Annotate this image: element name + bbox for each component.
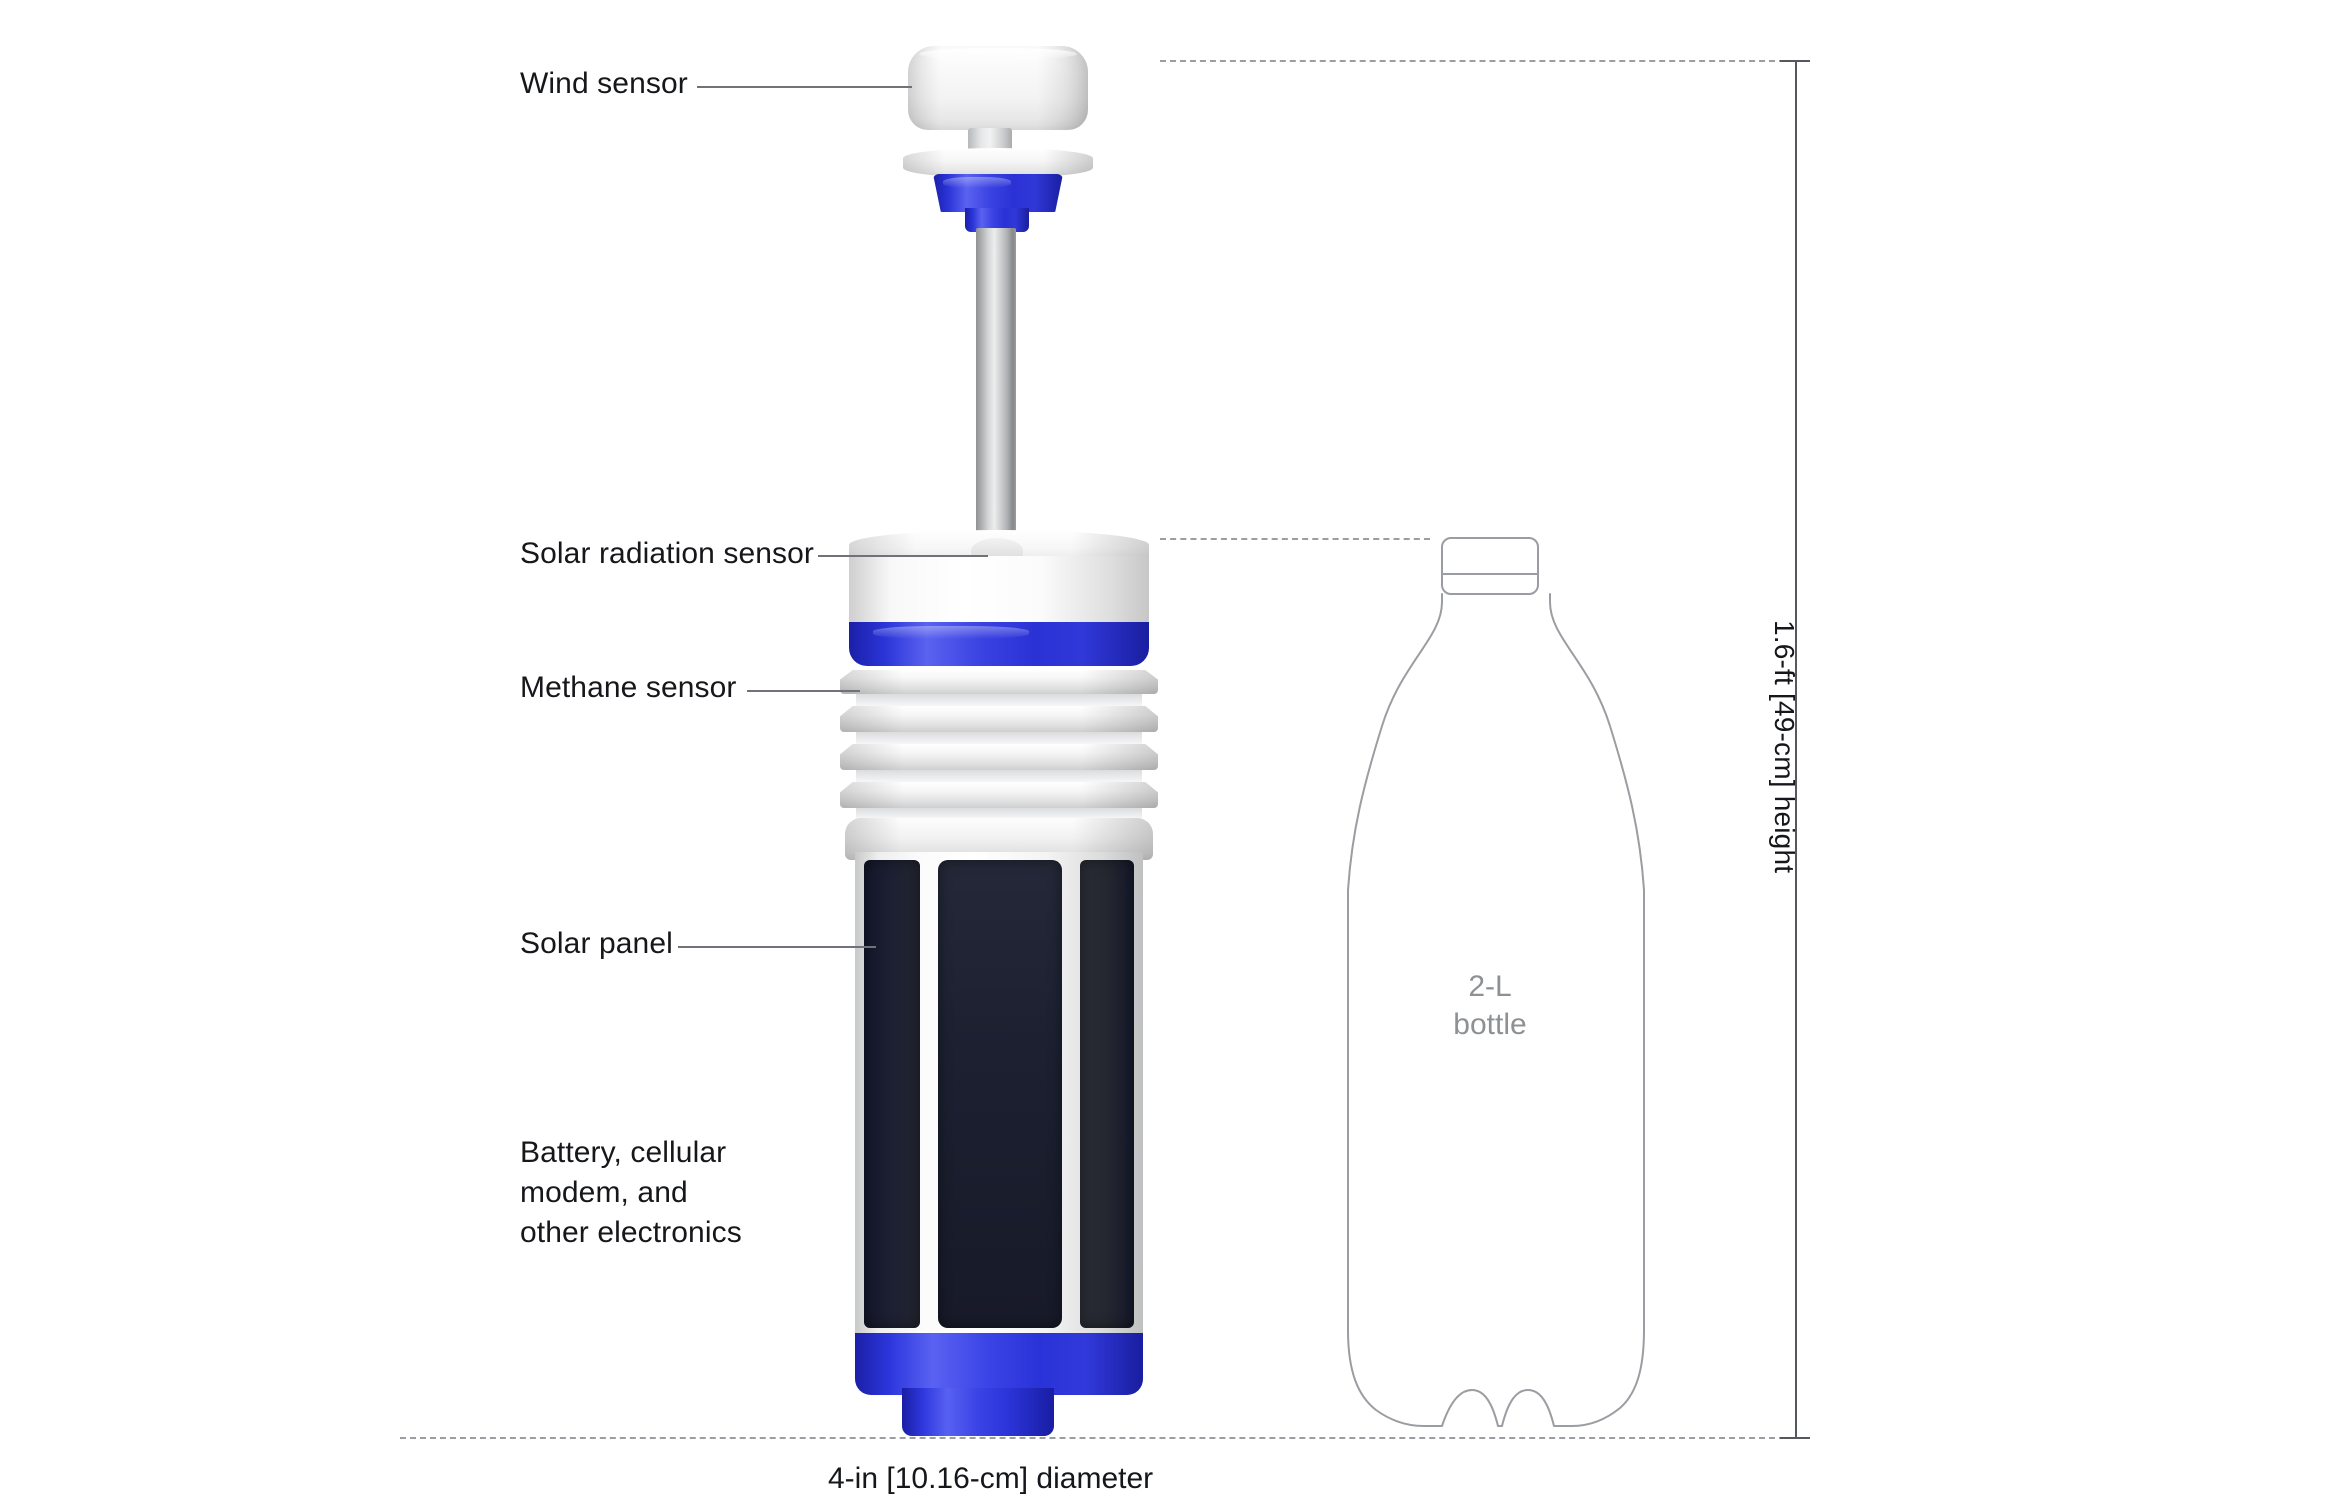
bottle-cap [1441, 537, 1539, 595]
dimension-height-line [1795, 60, 1797, 1437]
bottle-label: 2-L bottle [1453, 970, 1527, 1041]
blue-base-stub [902, 1388, 1054, 1436]
reference-bottle: 2-L bottle [1290, 530, 1690, 1440]
callout-electronics: Battery, cellular modem, and other elect… [520, 1136, 742, 1249]
leader-solar-radiation-sensor [818, 555, 988, 557]
dimension-dashline-middle [1160, 538, 1430, 540]
wind-sensor-cap [908, 46, 1088, 130]
dimension-diameter-label: 4-in [10.16-cm] diameter [828, 1462, 1154, 1495]
dimension-height-cap-bottom [1780, 1437, 1810, 1439]
blue-base-band [855, 1333, 1143, 1395]
blue-collar-main [849, 622, 1149, 666]
dimension-height-label: 1.6-ft [49-cm] height [1769, 620, 1800, 874]
leader-wind-sensor [697, 86, 912, 88]
callout-methane-sensor: Methane sensor [520, 671, 737, 704]
sensor-mast [976, 228, 1016, 538]
callout-solar-panel: Solar panel [520, 927, 673, 960]
callout-wind-sensor: Wind sensor [520, 67, 688, 100]
callout-solar-radiation-sensor: Solar radiation sensor [520, 537, 815, 570]
radiation-shield-fin-3 [840, 744, 1158, 770]
blue-collar-upper [933, 174, 1063, 212]
leader-solar-panel [678, 946, 876, 948]
solar-panel-left [864, 860, 920, 1328]
radiation-shield-fin-4 [840, 782, 1158, 808]
radiation-shield-fin-2 [840, 706, 1158, 732]
wind-sensor-disc [903, 148, 1093, 178]
radiation-shield-fin-1 [840, 670, 1158, 694]
solar-panel-right [1080, 860, 1134, 1328]
dimension-dashline-top [1160, 60, 1795, 62]
bottle-outline-svg [1347, 537, 1645, 1427]
dimension-height-cap-top [1780, 60, 1810, 62]
solar-panel-center [938, 860, 1062, 1328]
dimension-dashline-bottom [400, 1437, 1795, 1439]
leader-methane-sensor [747, 690, 860, 692]
solar-radiation-sensor-body [849, 556, 1149, 624]
